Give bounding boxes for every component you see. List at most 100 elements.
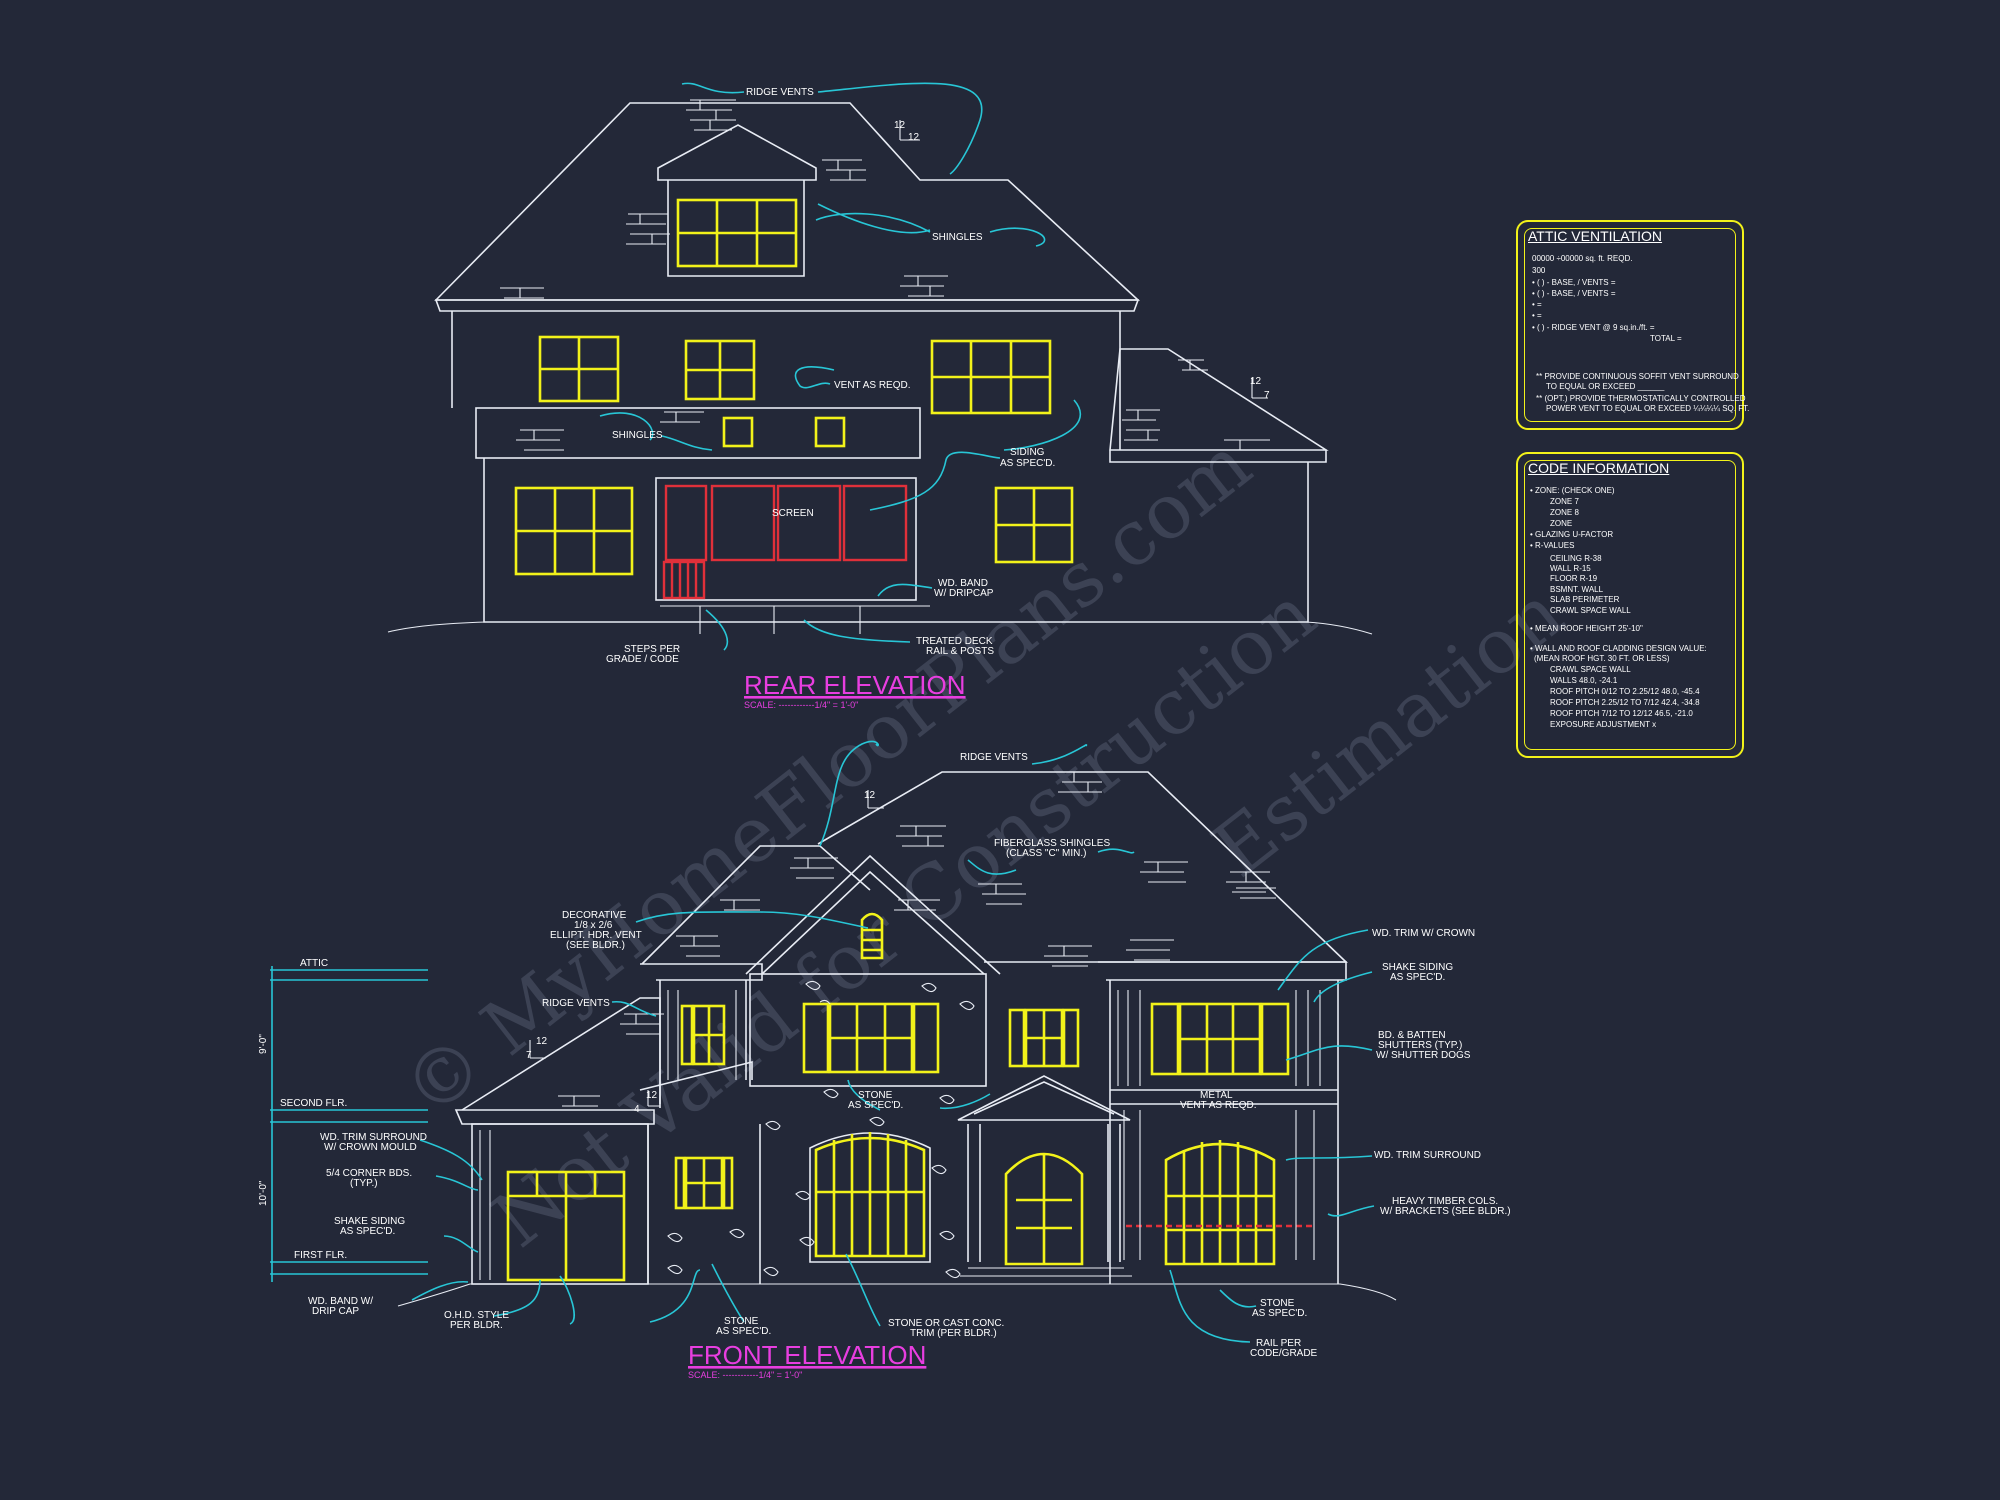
rear-pitch-12a: 12 <box>894 120 906 131</box>
front-note-trim-crown-1: WD. TRIM SURROUND <box>320 1132 427 1143</box>
rear-note-steps-2: GRADE / CODE <box>606 654 679 665</box>
code-line: ROOF PITCH 7/12 TO 12/12 46.5, -21.0 <box>1550 709 1693 718</box>
code-line: • ZONE: (CHECK ONE) <box>1530 486 1615 495</box>
attic-line: 00000 ÷00000 sq. ft. REQD. <box>1532 254 1633 263</box>
front-note-stone-b1: STONE <box>724 1316 759 1327</box>
front-note-batten-2: SHUTTERS (TYP.) <box>1378 1040 1462 1051</box>
front-note-wd-trim-crown: WD. TRIM W/ CROWN <box>1372 928 1475 939</box>
front-dim-lower: 10'-0" <box>258 1180 269 1206</box>
rear-note-steps-1: STEPS PER <box>624 644 680 655</box>
code-line: ROOF PITCH 2.25/12 TO 7/12 42.4, -34.8 <box>1550 698 1700 707</box>
attic-ventilation-panel: ATTIC VENTILATION 00000 ÷00000 sq. ft. R… <box>1516 220 1749 430</box>
front-shutter-u4b <box>1260 1002 1290 1076</box>
front-note-fiber-1: FIBERGLASS SHINGLES <box>994 838 1110 849</box>
front-garage-eave <box>454 1109 655 1125</box>
code-line: ZONE 7 <box>1550 497 1579 506</box>
rear-dormer-window-mullions <box>678 200 796 266</box>
rear-note-shingles-lower: SHINGLES <box>612 430 663 441</box>
code-line: WALL R-15 <box>1550 564 1591 573</box>
attic-line: • ( ) - RIDGE VENT @ 9 sq.in./ft. = <box>1532 323 1655 332</box>
rear-pitch-7: 7 <box>1264 390 1270 401</box>
front-note-deco-3: ELLIPT. HDR. VENT <box>550 930 642 941</box>
front-right-walls <box>1109 980 1339 1284</box>
front-shutter-u3b <box>1062 1008 1080 1068</box>
rear-note-vent-as-reqd: VENT AS REQD. <box>834 380 911 391</box>
front-dim-upper: 9'-0" <box>258 1034 269 1054</box>
front-note-stone-cast-1: STONE OR CAST CONC. <box>888 1318 1004 1329</box>
rear-dormer <box>657 124 817 277</box>
attic-line: • = <box>1532 311 1542 320</box>
front-entry-steps <box>952 1267 1140 1285</box>
code-line: (MEAN ROOF HGT. 30 FT. OR LESS) <box>1534 654 1670 663</box>
code-line: • MEAN ROOF HEIGHT 25'-10" <box>1530 624 1643 633</box>
attic-line: ** (OPT.) PROVIDE THERMOSTATICALLY CONTR… <box>1536 394 1746 403</box>
front-note-corner-2: (TYP.) <box>350 1178 378 1189</box>
front-elevation-scale: SCALE: ------------1/4" = 1'-0" <box>688 1370 802 1380</box>
front-entry-doors <box>1004 1152 1084 1266</box>
front-note-stone-c1: STONE <box>858 1090 893 1101</box>
front-note-stone-c2: AS SPEC'D. <box>848 1100 903 1111</box>
front-note-metal-2: VENT AS REQD. <box>1180 1100 1257 1111</box>
front-center-gable <box>745 854 1001 975</box>
rear-shed-roof-band <box>475 407 921 459</box>
front-pitch-4: 4 <box>634 1104 640 1115</box>
front-eaves <box>640 961 1347 981</box>
front-note-shake-l2: AS SPEC'D. <box>340 1226 395 1237</box>
front-note-deco-2: 1/8 x 2/6 <box>574 920 613 931</box>
front-shutter-u1a <box>680 1004 694 1066</box>
attic-ventilation-inner-border <box>1524 228 1736 422</box>
front-shutter-u3a <box>1008 1008 1026 1068</box>
front-note-deco-1: DECORATIVE <box>562 910 627 921</box>
front-note-ridge-vents-top: RIDGE VENTS <box>960 752 1028 763</box>
code-line: EXPOSURE ADJUSTMENT x <box>1550 720 1657 729</box>
front-note-trim-crown-2: W/ CROWN MOULD <box>324 1142 417 1153</box>
front-pitch-12b: 12 <box>536 1036 548 1047</box>
front-note-fiber-2: (CLASS "C" MIN.) <box>1006 848 1086 859</box>
attic-line: TO EQUAL OR EXCEED ______ <box>1546 382 1665 391</box>
front-note-stone-r1: STONE <box>1260 1298 1295 1309</box>
front-left-roof <box>641 845 871 965</box>
attic-line: • = <box>1532 300 1542 309</box>
rear-note-deck-1: TREATED DECK <box>916 636 993 647</box>
rear-screen-panel-1 <box>664 484 708 562</box>
front-leader-lines <box>411 740 1375 1343</box>
front-pitch-12c: 12 <box>646 1090 658 1101</box>
front-level-attic: ATTIC <box>300 958 328 969</box>
front-left-shed-roof <box>461 997 753 1111</box>
front-arched-window <box>814 1132 926 1258</box>
attic-line: • ( ) - BASE, / VENTS = <box>1532 278 1616 287</box>
front-note-ridge-vents-left: RIDGE VENTS <box>542 998 610 1009</box>
code-information-title: CODE INFORMATION <box>1528 460 1670 476</box>
front-pitch-7: 7 <box>526 1050 532 1061</box>
front-arch-surround <box>809 1132 931 1263</box>
front-level-first: FIRST FLR. <box>294 1250 347 1261</box>
front-right-big-window <box>1164 1140 1276 1266</box>
rear-deck <box>660 605 930 634</box>
front-note-rail-2: CODE/GRADE <box>1250 1348 1318 1359</box>
front-level-markers <box>270 966 428 1282</box>
front-center-lower-walls <box>647 1124 761 1284</box>
rear-screen-panel-2 <box>710 484 776 562</box>
front-shutter-l1 <box>674 1156 686 1210</box>
front-brick-patches <box>558 771 1276 1107</box>
front-note-metal-1: METAL <box>1200 1090 1233 1101</box>
code-line: ROOF PITCH 0/12 TO 2.25/12 48.0, -45.4 <box>1550 687 1700 696</box>
front-note-corner-1: 5/4 CORNER BDS. <box>326 1168 412 1179</box>
watermark: © MyHomeFloorPlans.com Not Valid for Con… <box>386 419 1579 1264</box>
front-note-stone-b2: AS SPEC'D. <box>716 1326 771 1337</box>
front-elevation: ATTIC SECOND FLR. FIRST FLR. 9'-0" 10'-0… <box>258 740 1511 1380</box>
rear-brick-patches <box>500 99 1270 451</box>
rear-note-ridge-vents: RIDGE VENTS <box>746 87 814 98</box>
code-line: • WALL AND ROOF CLADDING DESIGN VALUE: <box>1530 644 1707 653</box>
front-note-stone-cast-2: TRIM (PER BLDR.) <box>910 1328 997 1339</box>
code-information-inner-border <box>1524 460 1736 750</box>
rear-elevation: 12 12 12 7 RIDGE VENTS SHINGLES VENT AS … <box>387 82 1373 710</box>
front-note-batten-1: BD. & BATTEN <box>1378 1030 1446 1041</box>
front-shutter-u2b <box>912 1002 940 1074</box>
rear-screen-panel-3 <box>776 484 842 562</box>
front-pitch-marks <box>529 790 884 1107</box>
front-grade-line <box>397 1283 1397 1307</box>
front-note-ohd-1: O.H.D. STYLE <box>444 1310 509 1321</box>
code-line: SLAB PERIMETER <box>1550 595 1620 604</box>
